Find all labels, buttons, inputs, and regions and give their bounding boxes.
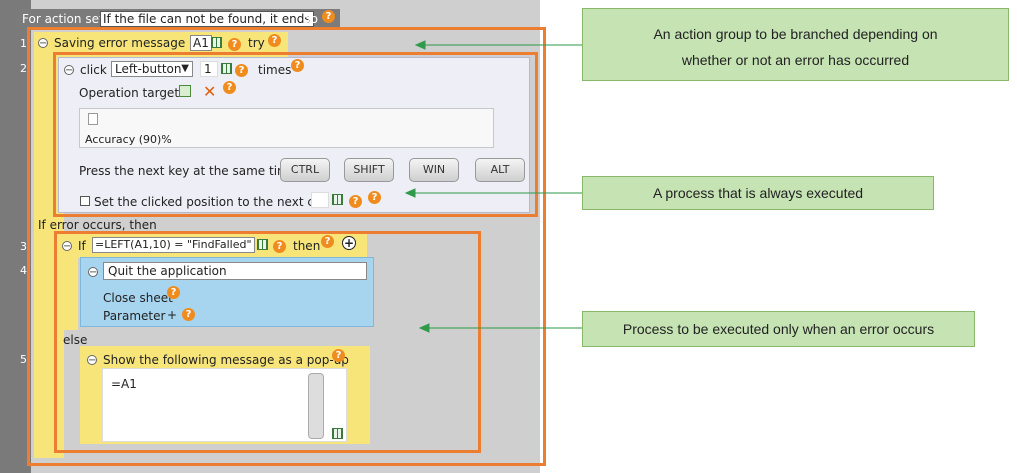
help-icon[interactable]: ? xyxy=(167,286,180,299)
document-icon xyxy=(88,113,98,125)
help-icon[interactable]: ? xyxy=(268,34,281,47)
search-help-icon[interactable]: ? xyxy=(273,240,286,253)
if-label: If xyxy=(78,239,86,253)
target-image-box: Accuracy (90)% xyxy=(79,108,494,148)
chevron-down-icon: ▼ xyxy=(181,63,189,74)
cell-picker-icon[interactable] xyxy=(332,194,343,205)
line-number: 2 xyxy=(20,62,27,75)
arrow-middle-head xyxy=(404,188,416,198)
accuracy-label: Accuracy (90)% xyxy=(85,133,172,146)
collapse-icon[interactable]: − xyxy=(38,38,48,49)
shift-key-button[interactable]: SHIFT xyxy=(344,158,394,182)
arrow-top-head xyxy=(414,40,426,50)
edit-icon[interactable] xyxy=(179,85,191,97)
line-number-gutter xyxy=(0,0,31,473)
callout-middle: A process that is always executed xyxy=(582,176,934,210)
callout-bottom-text: Process to be executed only when an erro… xyxy=(622,321,935,337)
header-suffix: do xyxy=(303,12,318,26)
add-parameter-button[interactable]: + xyxy=(167,308,178,322)
mouse-button-select[interactable]: Left-button ▼ xyxy=(111,61,193,77)
help-icon[interactable]: ? xyxy=(291,59,304,72)
search-help-icon[interactable]: ? xyxy=(228,38,241,51)
line-number: 1 xyxy=(20,37,27,50)
popup-block: − Show the following message as a pop-up… xyxy=(80,346,370,444)
if-block-body xyxy=(58,258,78,330)
checkbox-label: Set the clicked position to the next cel… xyxy=(94,195,328,209)
ctrl-key-button[interactable]: CTRL xyxy=(280,158,330,182)
collapse-icon[interactable]: − xyxy=(64,65,74,76)
line-number: 3 xyxy=(20,240,27,253)
click-block: − click Left-button ▼ 1 ? times ? Operat… xyxy=(58,57,530,213)
help-icon[interactable]: ? xyxy=(332,349,345,362)
error-highlight-box xyxy=(54,231,481,453)
else-label: else xyxy=(63,333,88,347)
cell-picker-icon[interactable] xyxy=(332,428,343,439)
line-number: 4 xyxy=(20,264,27,277)
cell-picker-icon[interactable] xyxy=(211,37,222,48)
collapse-icon[interactable]: − xyxy=(88,267,98,278)
collapse-icon[interactable]: − xyxy=(62,241,72,252)
times-label: times xyxy=(258,63,292,77)
search-help-icon[interactable]: ? xyxy=(235,64,248,77)
help-icon[interactable]: ? xyxy=(182,308,195,321)
next-cell-checkbox[interactable] xyxy=(80,196,90,206)
parameter-label: Parameter xyxy=(103,309,166,323)
header-prefix: For action set xyxy=(22,12,104,26)
search-help-icon[interactable]: ? xyxy=(223,81,236,94)
help-icon[interactable]: ? xyxy=(322,10,335,23)
popup-message-textarea[interactable]: =A1 xyxy=(102,368,347,442)
arrow-bottom-head xyxy=(418,323,430,333)
click-count-field[interactable]: 1 xyxy=(200,61,218,77)
delete-icon[interactable]: ✕ xyxy=(203,82,217,101)
outer-highlight-box xyxy=(27,27,546,466)
header-condition-field[interactable]: If the file can not be found, it ends xyxy=(100,11,314,27)
if-expression-field[interactable]: =LEFT(A1,10) = "FindFalled" xyxy=(92,237,255,253)
line-number: 5 xyxy=(20,353,27,366)
cell-picker-icon[interactable] xyxy=(221,63,232,74)
add-icon[interactable]: + xyxy=(342,236,356,250)
quit-app-block: − Quit the application Close sheet ? Par… xyxy=(80,257,374,327)
action-set-header: For action set If the file can not be fo… xyxy=(16,9,340,29)
search-help-icon[interactable]: ? xyxy=(349,195,362,208)
cell-field[interactable]: A1 xyxy=(190,35,212,51)
try-keyword: try xyxy=(248,36,265,50)
scrollbar[interactable] xyxy=(308,373,324,439)
then-label: then xyxy=(293,239,321,253)
press-key-label: Press the next key at the same time xyxy=(79,164,297,178)
callout-middle-text: A process that is always executed xyxy=(652,185,864,201)
mouse-button-value: Left-button xyxy=(115,62,182,76)
next-cell-field[interactable] xyxy=(311,192,329,208)
help-icon[interactable]: ? xyxy=(321,235,334,248)
help-icon[interactable]: ? xyxy=(368,191,381,204)
alt-key-button[interactable]: ALT xyxy=(475,158,525,182)
click-label: click xyxy=(80,63,107,77)
operation-target-label: Operation target xyxy=(79,86,180,100)
callout-top: An action group to be branched depending… xyxy=(582,8,1009,81)
error-occurs-label: If error occurs, then xyxy=(38,218,157,232)
popup-label: Show the following message as a pop-up xyxy=(103,353,349,367)
callout-top-line1: An action group to be branched depending… xyxy=(653,26,938,42)
quit-app-title[interactable]: Quit the application xyxy=(103,262,367,280)
close-sheet-label: Close sheet xyxy=(103,291,173,305)
callout-bottom: Process to be executed only when an erro… xyxy=(582,311,975,347)
try-label: Saving error message in xyxy=(54,36,200,50)
collapse-icon[interactable]: − xyxy=(87,355,97,366)
win-key-button[interactable]: WIN xyxy=(409,158,459,182)
popup-message: =A1 xyxy=(111,377,137,391)
cell-picker-icon[interactable] xyxy=(257,239,268,250)
callout-top-line2: whether or not an error has occurred xyxy=(681,52,910,68)
click-highlight-box xyxy=(53,52,538,217)
